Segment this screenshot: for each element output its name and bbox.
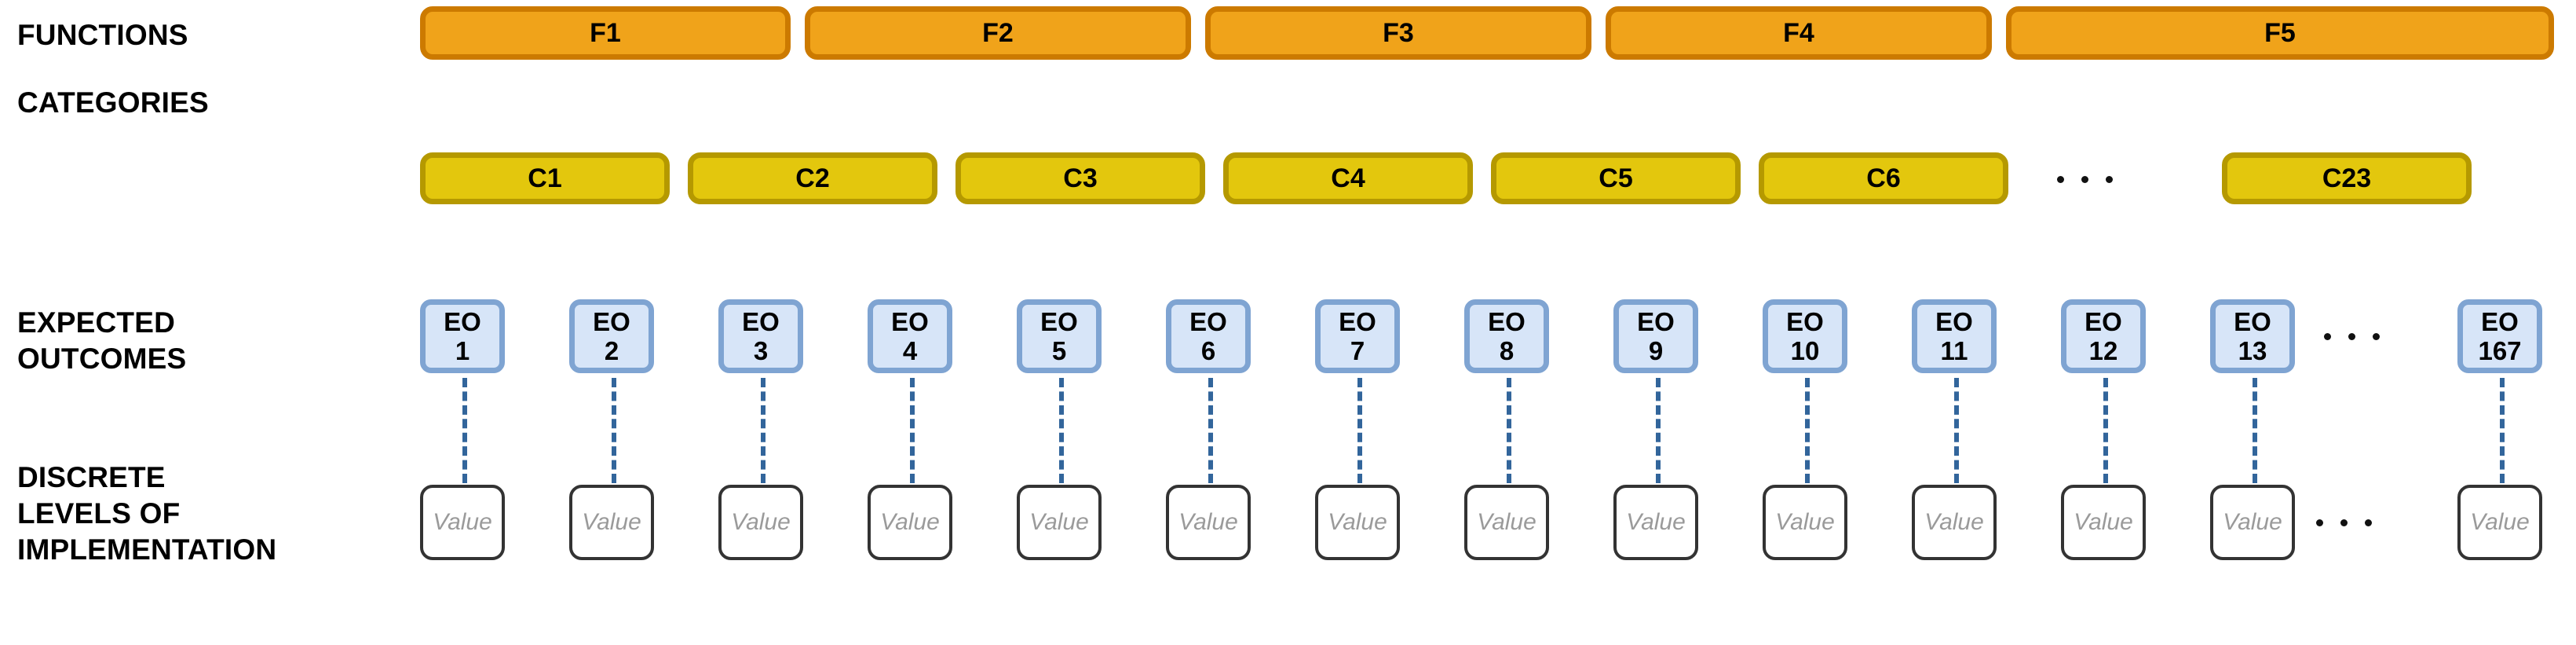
dashed-connector-13: [2253, 378, 2257, 483]
discrete-level-value-box[interactable]: Value: [1464, 485, 1549, 560]
dashed-connector-2: [612, 378, 616, 483]
expected-outcome-number: 7: [1350, 336, 1365, 365]
expected-outcome-prefix: EO: [1786, 307, 1824, 336]
expected-outcome-number: 13: [2238, 336, 2267, 365]
category-node-c2[interactable]: C2: [688, 152, 937, 204]
discrete-level-ellipsis: [2316, 519, 2372, 526]
category-node-c4[interactable]: C4: [1223, 152, 1473, 204]
dashed-connector-9: [1656, 378, 1661, 483]
expected-outcome-prefix: EO: [444, 307, 481, 336]
discrete-level-value-box[interactable]: Value: [2061, 485, 2146, 560]
expected-outcome-prefix: EO: [891, 307, 929, 336]
dashed-connector-3: [761, 378, 765, 483]
category-node-c23[interactable]: C23: [2222, 152, 2472, 204]
ellipsis-dot: [2365, 519, 2372, 526]
row-label-discrete-levels: DISCRETE LEVELS OF IMPLEMENTATION: [17, 461, 277, 566]
expected-outcome-prefix: EO: [2481, 307, 2519, 336]
expected-outcome-number: 8: [1499, 336, 1515, 365]
expected-outcome-number: 3: [753, 336, 769, 365]
discrete-level-value-box[interactable]: Value: [1613, 485, 1698, 560]
ellipsis-dot: [2373, 333, 2380, 340]
discrete-level-value-box[interactable]: Value: [1315, 485, 1400, 560]
discrete-level-value-box[interactable]: Value: [2457, 485, 2542, 560]
function-node-f1[interactable]: F1: [420, 6, 791, 60]
ellipsis-dot: [2316, 519, 2323, 526]
row-label-functions: FUNCTIONS: [17, 19, 188, 51]
expected-outcome-prefix: EO: [1488, 307, 1526, 336]
expected-outcome-number: 11: [1940, 336, 1968, 365]
expected-outcome-prefix: EO: [1040, 307, 1078, 336]
expected-outcome-number: 6: [1200, 336, 1216, 365]
dashed-connector-6: [1208, 378, 1213, 483]
function-node-f3[interactable]: F3: [1205, 6, 1591, 60]
ellipsis-dot: [2348, 333, 2355, 340]
discrete-level-value-box[interactable]: Value: [1912, 485, 1997, 560]
ellipsis-dot: [2324, 333, 2331, 340]
discrete-level-value-box[interactable]: Value: [1166, 485, 1251, 560]
dashed-connector-7: [1357, 378, 1362, 483]
discrete-level-value-box[interactable]: Value: [718, 485, 803, 560]
dashed-connector-8: [1507, 378, 1511, 483]
dashed-connector-4: [910, 378, 915, 483]
function-node-f5[interactable]: F5: [2006, 6, 2554, 60]
dashed-connector-12: [2103, 378, 2108, 483]
expected-outcome-prefix: EO: [1637, 307, 1675, 336]
category-node-c6[interactable]: C6: [1759, 152, 2008, 204]
discrete-level-value-box[interactable]: Value: [1017, 485, 1102, 560]
expected-outcome-prefix: EO: [2085, 307, 2122, 336]
row-label-categories: CATEGORIES: [17, 86, 209, 119]
category-node-c3[interactable]: C3: [955, 152, 1205, 204]
expected-outcome-number: 2: [604, 336, 619, 365]
function-node-f4[interactable]: F4: [1606, 6, 1992, 60]
expected-outcome-number: 12: [2088, 336, 2118, 365]
ellipsis-dot: [2057, 176, 2064, 183]
expected-outcome-prefix: EO: [1339, 307, 1376, 336]
expected-outcome-number: 10: [1790, 336, 1820, 365]
category-node-c5[interactable]: C5: [1491, 152, 1741, 204]
expected-outcome-number: 9: [1648, 336, 1664, 365]
ellipsis-dot: [2081, 176, 2088, 183]
discrete-level-value-box[interactable]: Value: [1763, 485, 1847, 560]
expected-outcome-number: 167: [2478, 336, 2522, 365]
ellipsis-dot: [2340, 519, 2348, 526]
expected-outcome-ellipsis: [2324, 333, 2380, 340]
dashed-connector-167: [2500, 378, 2505, 483]
row-label-expected-outcomes: EXPECTED OUTCOMES: [17, 306, 187, 375]
category-node-c1[interactable]: C1: [420, 152, 670, 204]
dashed-connector-5: [1059, 378, 1064, 483]
discrete-level-value-box[interactable]: Value: [420, 485, 505, 560]
dashed-connector-11: [1954, 378, 1959, 483]
ellipsis-dot: [2106, 176, 2113, 183]
discrete-level-value-box[interactable]: Value: [2210, 485, 2295, 560]
function-node-f2[interactable]: F2: [805, 6, 1191, 60]
expected-outcome-prefix: EO: [2234, 307, 2271, 336]
category-ellipsis: [2057, 176, 2113, 183]
expected-outcome-prefix: EO: [1935, 307, 1973, 336]
expected-outcome-prefix: EO: [1189, 307, 1227, 336]
discrete-level-value-box[interactable]: Value: [868, 485, 952, 560]
dashed-connector-10: [1805, 378, 1810, 483]
discrete-level-value-box[interactable]: Value: [569, 485, 654, 560]
expected-outcome-prefix: EO: [593, 307, 630, 336]
expected-outcome-prefix: EO: [742, 307, 780, 336]
expected-outcome-number: 5: [1051, 336, 1067, 365]
expected-outcome-number: 4: [902, 336, 918, 365]
expected-outcome-number: 1: [455, 336, 470, 365]
dashed-connector-1: [462, 378, 467, 483]
